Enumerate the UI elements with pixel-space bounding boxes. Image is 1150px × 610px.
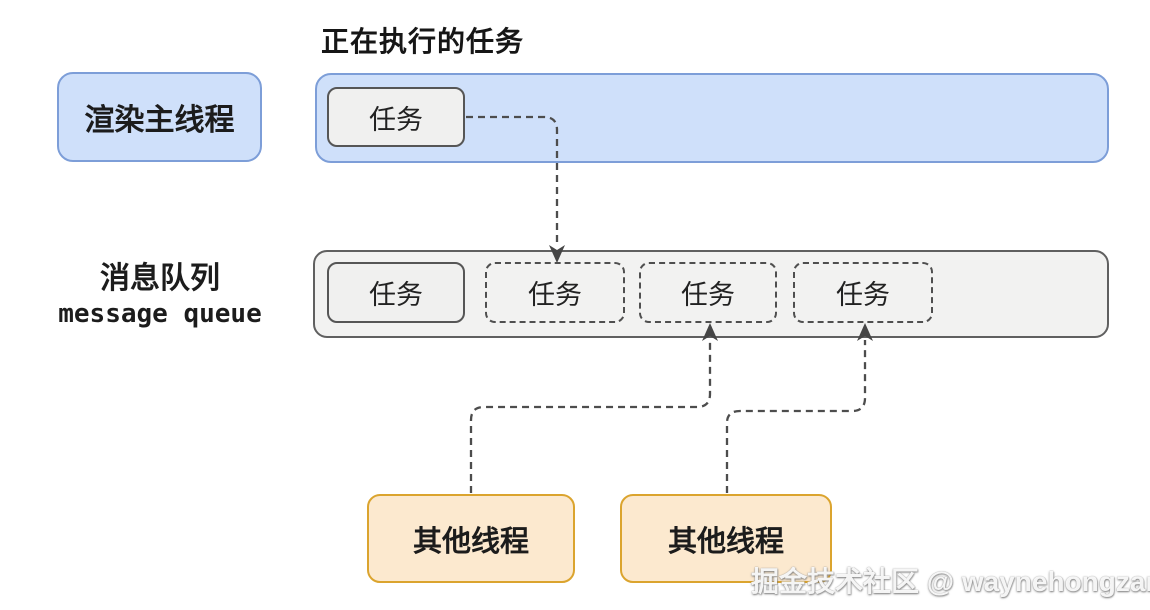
queue-slot-2-label: 任务	[528, 280, 582, 310]
arrow-thread2-to-queue-line	[725, 340, 867, 493]
queue-slot-3: 任务	[639, 262, 777, 323]
other-thread-box-1: 其他线程	[367, 494, 575, 583]
queue-slot-3-label: 任务	[681, 280, 735, 310]
message-queue-label-en: message queue	[58, 298, 262, 329]
executing-task-box: 任务	[327, 87, 465, 147]
queue-slot-4-label: 任务	[836, 280, 890, 310]
watermark: 掘金技术社区 @ waynehongzane	[751, 566, 1150, 597]
message-queue-label-zh: 消息队列	[100, 262, 220, 295]
other-thread-2-label: 其他线程	[667, 525, 784, 558]
executing-tasks-title: 正在执行的任务	[321, 26, 525, 57]
queue-slot-1-label: 任务	[369, 280, 423, 310]
arrow-thread1-to-queue-line	[469, 340, 712, 493]
executing-task-bar: 任务	[315, 73, 1109, 163]
other-thread-1-label: 其他线程	[412, 525, 529, 558]
other-thread-box-2: 其他线程	[620, 494, 832, 583]
render-main-thread-box: 渲染主线程	[57, 72, 262, 162]
message-queue-label: 消息队列 message queue	[15, 262, 305, 329]
queue-slot-4: 任务	[793, 262, 933, 323]
executing-task-label: 任务	[369, 104, 423, 135]
render-main-thread-label: 渲染主线程	[84, 104, 235, 137]
message-queue-bar: 任务 任务 任务 任务	[313, 250, 1109, 338]
queue-slot-2: 任务	[485, 262, 625, 323]
queue-slot-1: 任务	[327, 262, 465, 323]
